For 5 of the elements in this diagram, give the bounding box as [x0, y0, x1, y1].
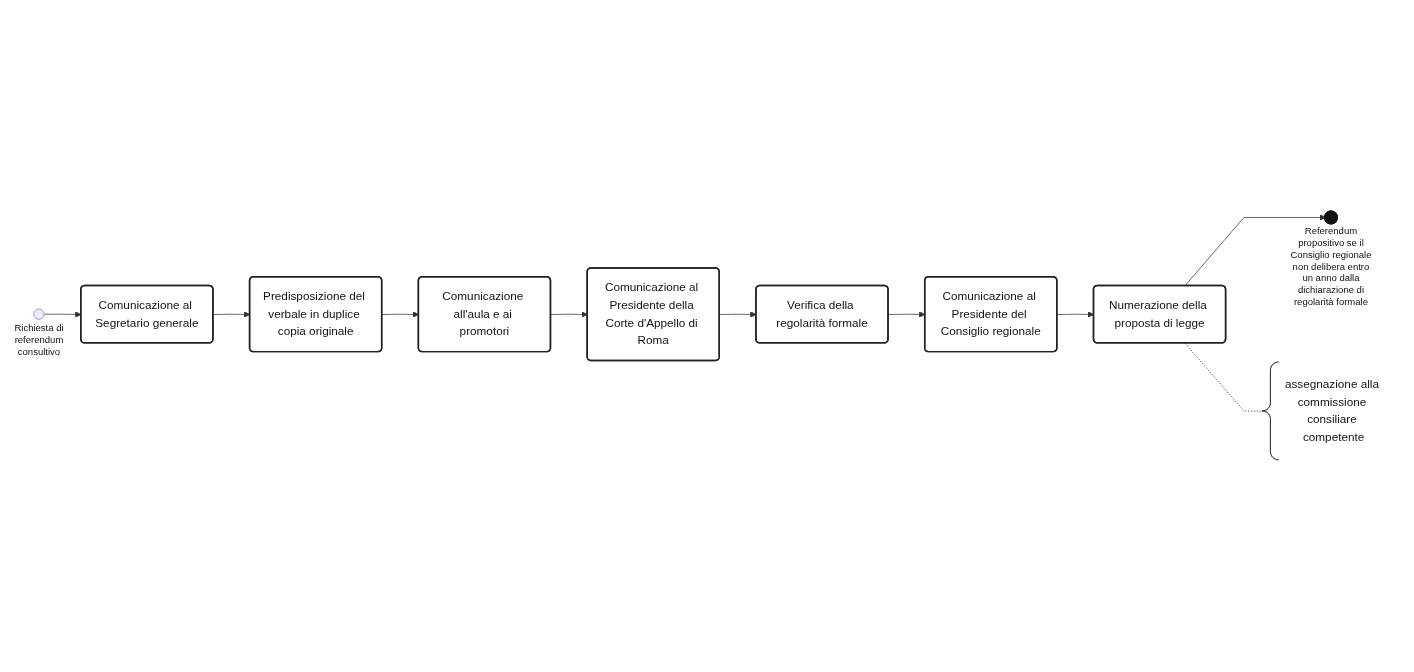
node-circle: [33, 308, 45, 320]
node-label: Referendum propositivo se il Consiglio regionale non delibera entro un anno dalla dichiarazione di regolarità formale: [1290, 225, 1372, 307]
node-label: Richiesta di referendum consultivo: [14, 322, 64, 357]
connector: [1184, 342, 1263, 412]
node-text: assegnazione alla commissione consiliare competente: [1284, 377, 1379, 444]
